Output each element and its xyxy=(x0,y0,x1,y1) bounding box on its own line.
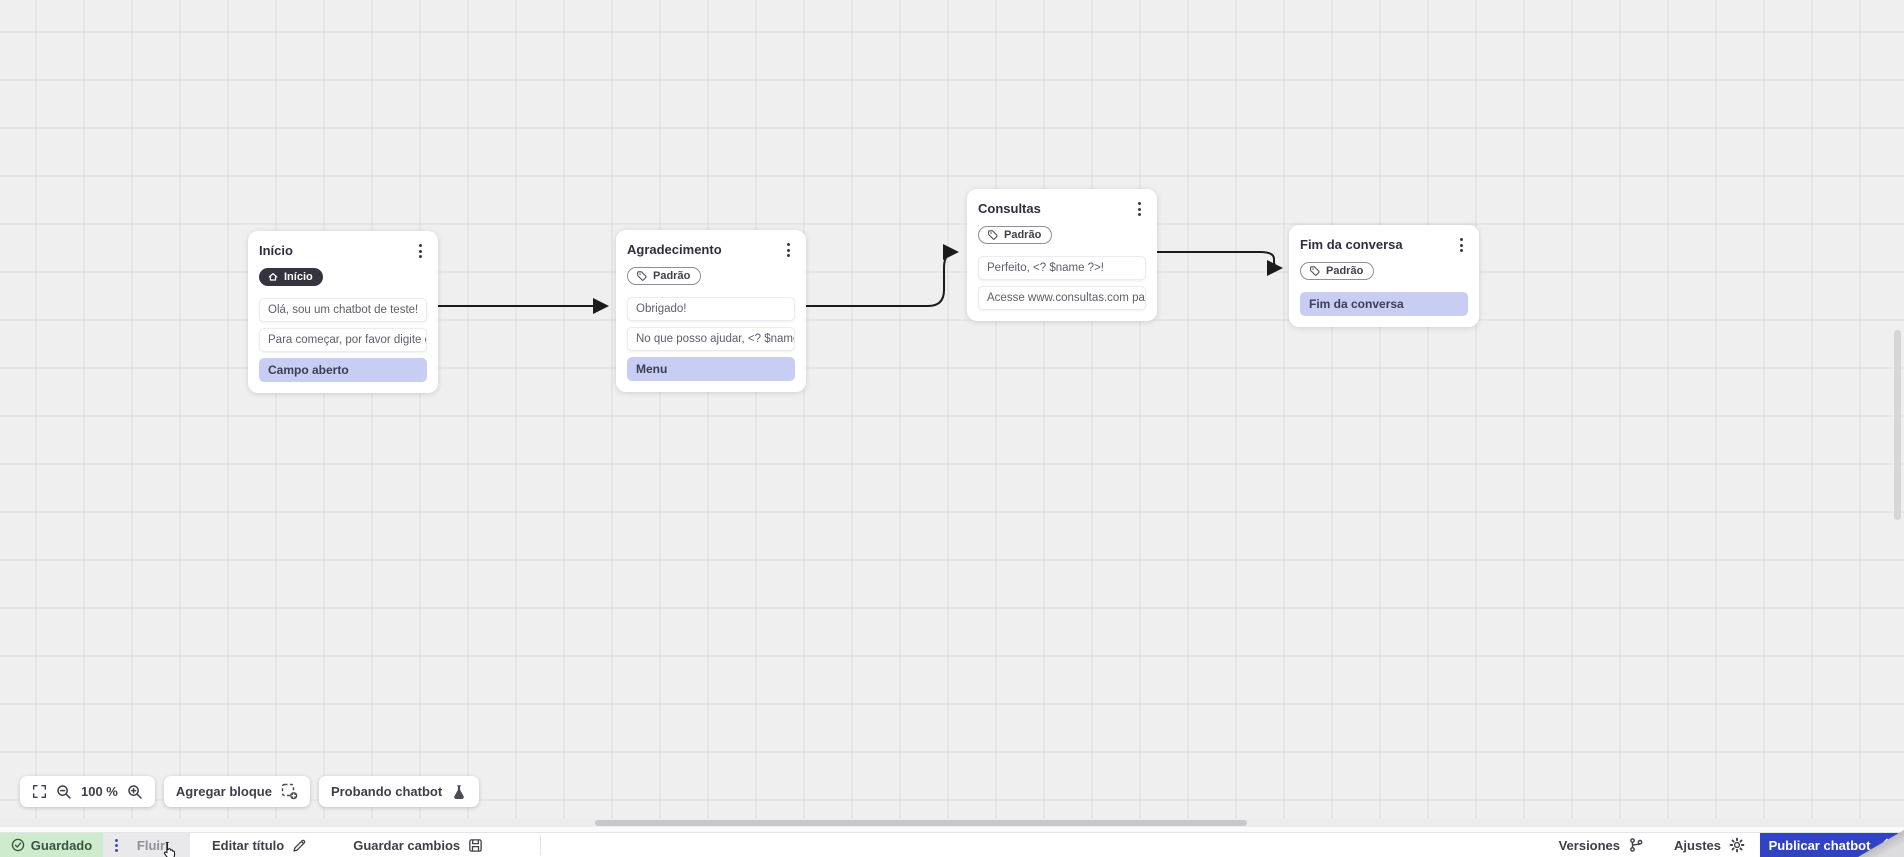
flask-icon xyxy=(451,784,467,800)
option-item[interactable]: Menu xyxy=(627,357,795,381)
node-header: Início xyxy=(259,241,427,261)
message-item[interactable]: No que posso ajudar, <? $name ... xyxy=(627,327,795,351)
node-fim-da-conversa[interactable]: Fim da conversa Padrão Fim da conversa xyxy=(1289,225,1479,327)
spacer xyxy=(541,833,1543,857)
scrollbar-gutter xyxy=(0,827,1904,832)
tag-icon xyxy=(1310,266,1320,276)
pencil-icon xyxy=(293,839,306,852)
fit-screen-icon[interactable] xyxy=(32,784,47,799)
flow-tab-label: Fluir xyxy=(136,837,166,853)
saved-status-label: Guardado xyxy=(30,837,93,853)
node-header: Consultas xyxy=(978,199,1146,219)
node-type-badge: Padrão xyxy=(627,267,702,285)
node-title: Agradecimento xyxy=(627,242,722,257)
node-title: Início xyxy=(259,243,293,258)
tag-icon xyxy=(988,230,998,240)
message-item[interactable]: Olá, sou um chatbot de teste! xyxy=(259,298,427,322)
publish-chatbot-label: Publicar chatbot xyxy=(1768,837,1871,853)
node-items: Obrigado! No que posso ajudar, <? $name … xyxy=(627,297,795,381)
node-inicio[interactable]: Início Início Olá, sou um chatbot de tes… xyxy=(248,231,438,393)
gear-icon xyxy=(1729,837,1745,853)
node-consultas[interactable]: Consultas Padrão Perfeito, <? $name ?>! … xyxy=(967,189,1157,321)
option-item[interactable]: Fim da conversa xyxy=(1300,292,1468,316)
zoom-in-icon[interactable] xyxy=(127,784,143,800)
tag-icon xyxy=(637,271,647,281)
horizontal-scrollbar-thumb[interactable] xyxy=(595,820,1247,826)
check-circle-icon xyxy=(11,838,25,852)
vertical-scrollbar-thumb[interactable] xyxy=(1894,330,1901,520)
home-icon xyxy=(268,273,278,281)
status-bar: Guardado Fluir Editar título Guardar cam… xyxy=(0,832,1904,857)
save-changes-button[interactable]: Guardar cambios xyxy=(338,833,498,857)
node-type-badge-label: Padrão xyxy=(653,270,691,282)
node-type-badge: Início xyxy=(259,268,323,286)
node-items: Perfeito, <? $name ?>! Acesse www.consul… xyxy=(978,256,1146,310)
node-items: Olá, sou um chatbot de teste! Para começ… xyxy=(259,298,427,382)
test-chatbot-label: Probando chatbot xyxy=(330,784,443,799)
test-chatbot-button[interactable]: Probando chatbot xyxy=(318,776,480,807)
kebab-menu-icon[interactable] xyxy=(1455,235,1468,255)
node-items: Fim da conversa xyxy=(1300,292,1468,316)
divider xyxy=(540,835,542,855)
branch-icon xyxy=(1630,838,1643,852)
kebab-menu-icon[interactable] xyxy=(414,241,427,261)
node-type-badge-label: Padrão xyxy=(1326,265,1364,277)
message-item[interactable]: Acesse www.consultas.com par... xyxy=(978,286,1146,310)
zoom-level-label: 100 % xyxy=(81,784,118,799)
versions-button[interactable]: Versiones xyxy=(1544,833,1659,857)
settings-button[interactable]: Ajustes xyxy=(1659,833,1760,857)
message-item[interactable]: Perfeito, <? $name ?>! xyxy=(978,256,1146,280)
message-item[interactable]: Para começar, por favor digite o ... xyxy=(259,328,427,352)
node-type-badge: Padrão xyxy=(1300,262,1375,280)
add-block-label: Agregar bloque xyxy=(175,784,272,799)
save-icon xyxy=(469,838,482,852)
node-type-badge-label: Início xyxy=(284,271,313,283)
node-header: Agradecimento xyxy=(627,240,795,260)
node-type-badge: Padrão xyxy=(978,226,1053,244)
node-header: Fim da conversa xyxy=(1300,235,1468,255)
node-title: Consultas xyxy=(978,201,1041,216)
tab-fluir[interactable]: Fluir xyxy=(103,833,190,857)
zoom-out-icon[interactable] xyxy=(56,784,72,800)
canvas-toolbar: 100 % Agregar bloque Probando chatbot xyxy=(20,776,480,807)
message-item[interactable]: Obrigado! xyxy=(627,297,795,321)
kebab-menu-icon[interactable] xyxy=(1133,199,1146,219)
flow-menu-icon[interactable] xyxy=(115,838,118,852)
zoom-controls: 100 % xyxy=(20,776,155,807)
edit-title-label: Editar título xyxy=(212,837,285,853)
save-changes-label: Guardar cambios xyxy=(353,837,461,853)
edit-title-button[interactable]: Editar título xyxy=(197,833,322,857)
add-block-button[interactable]: Agregar bloque xyxy=(163,776,310,807)
node-type-badge-label: Padrão xyxy=(1004,229,1042,241)
node-agradecimento[interactable]: Agradecimento Padrão Obrigado! No que po… xyxy=(616,230,806,392)
kebab-menu-icon[interactable] xyxy=(782,240,795,260)
settings-label: Ajustes xyxy=(1674,837,1721,853)
saved-status-badge: Guardado xyxy=(0,833,103,857)
node-title: Fim da conversa xyxy=(1300,237,1403,252)
option-item[interactable]: Campo aberto xyxy=(259,358,427,382)
versions-label: Versiones xyxy=(1558,837,1621,853)
add-block-icon xyxy=(281,783,298,800)
